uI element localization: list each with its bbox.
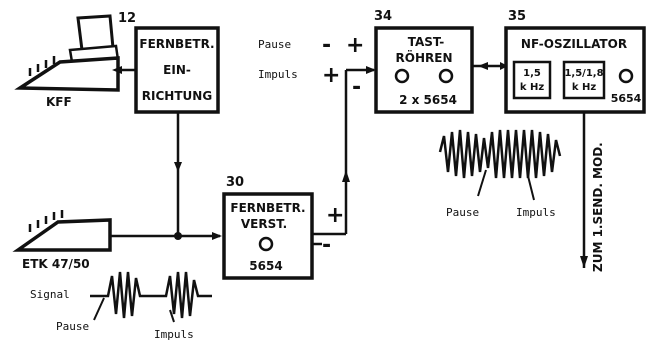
block-34-tube-icon-2 <box>438 68 454 84</box>
block-35-tube: 5654 <box>611 92 642 105</box>
osc-pause-pointer <box>477 169 487 197</box>
signal-label: Signal <box>30 288 70 301</box>
block-34 <box>374 26 474 114</box>
impuls-top-label: Impuls <box>258 68 298 81</box>
block-34-input-arrow <box>366 66 376 74</box>
kff-link-arrow <box>112 66 122 74</box>
bottom-impuls-label: Impuls <box>154 328 194 341</box>
bottom-impuls-pointer <box>169 309 175 323</box>
block-34-line1: TAST- <box>408 35 445 49</box>
block-30-line1: FERNBETR. <box>230 201 305 215</box>
block-30 <box>222 192 314 280</box>
block-12 <box>134 26 220 114</box>
block-35-number: 35 <box>508 9 526 24</box>
osc-pause-label: Pause <box>446 206 479 219</box>
freq-box-1-top: 1,5 <box>523 68 541 79</box>
freq-box-1-bottom: k Hz <box>520 82 545 93</box>
freq-box-2-top: 1,5/1,8 <box>564 68 603 79</box>
junction-dot <box>174 232 182 240</box>
block-34-tube-icon-1 <box>394 68 410 84</box>
output-label: ZUM 1.SEND. MOD. <box>591 142 605 272</box>
link-arrow-left <box>478 62 488 70</box>
block-34-line2: RÖHREN <box>396 50 453 65</box>
etk-device <box>12 210 112 252</box>
block-30-line2: VERST. <box>241 217 287 231</box>
signal-waveform <box>90 271 212 319</box>
block-30-input-arrow <box>212 232 222 240</box>
block-30-minus: - <box>322 233 331 258</box>
impuls-plus: + <box>322 63 340 88</box>
osc-impuls-pointer <box>527 175 535 201</box>
up-arrow <box>342 170 350 182</box>
osc-waveform <box>438 129 562 179</box>
block-34-tubes: 2 x 5654 <box>399 93 457 107</box>
freq-box-2-bottom: k Hz <box>572 82 597 93</box>
bottom-pause-pointer <box>93 297 105 321</box>
kff-label: KFF <box>46 95 72 109</box>
pause-minus: - <box>322 33 331 58</box>
block-30-tube: 5654 <box>249 259 282 273</box>
down-arrow <box>174 162 182 172</box>
block-30-tube-icon <box>258 236 274 252</box>
freq-box-1 <box>512 60 552 100</box>
block-12-line1: FERNBETR. <box>139 37 214 51</box>
output-arrow <box>580 256 588 268</box>
osc-impuls-label: Impuls <box>516 206 556 219</box>
block-12-line2: EIN- <box>163 63 191 77</box>
kff-device <box>14 14 120 92</box>
freq-box-2 <box>562 60 606 100</box>
bottom-pause-label: Pause <box>56 320 89 333</box>
link-arrow-right <box>500 62 508 70</box>
pause-plus: + <box>346 33 364 58</box>
block-12-number: 12 <box>118 11 136 26</box>
impuls-minus: - <box>352 75 361 100</box>
block-35-tube-icon <box>618 68 634 84</box>
block-35-title: NF-OSZILLATOR <box>521 37 627 51</box>
block-12-line3: RICHTUNG <box>142 89 212 103</box>
block-30-plus: + <box>326 203 344 228</box>
pause-top-label: Pause <box>258 38 291 51</box>
block-30-number: 30 <box>226 175 244 190</box>
block-34-number: 34 <box>374 9 392 24</box>
etk-label: ETK 47/50 <box>22 257 90 271</box>
